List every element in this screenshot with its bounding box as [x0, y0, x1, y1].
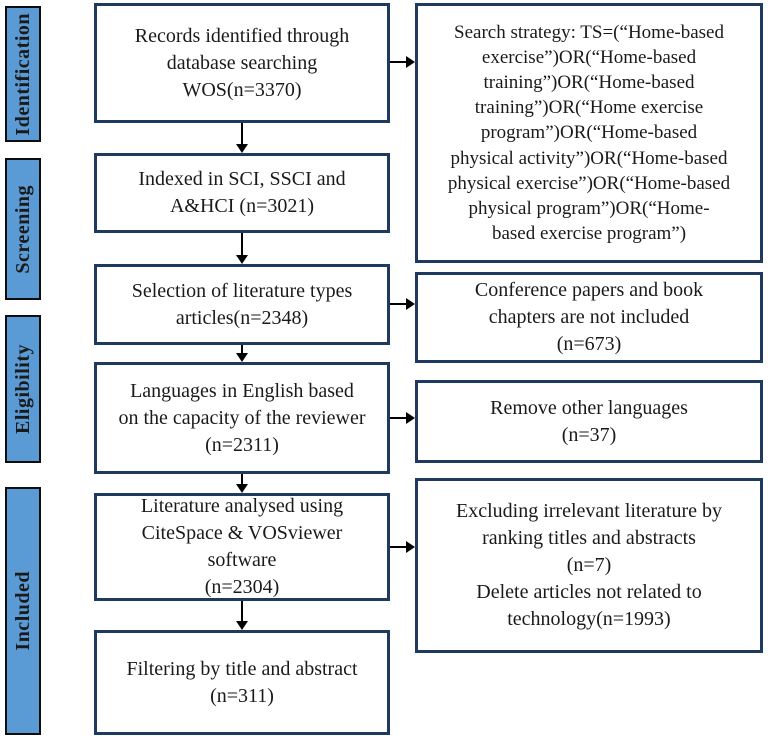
arrow-down-icon: [236, 474, 248, 493]
stage-bar-eligibility: Eligibility: [5, 315, 41, 463]
stage-label-eligibility: Eligibility: [11, 344, 34, 434]
arrow-right-icon: [390, 56, 415, 68]
side-box-remove-languages: Remove other languages(n=37): [415, 380, 763, 463]
arrow-down-icon: [236, 233, 248, 264]
stage-bar-screening: Screening: [5, 158, 41, 300]
arrow-right-icon: [390, 412, 415, 424]
arrow-right-icon: [390, 541, 415, 553]
stage-label-screening: Screening: [11, 184, 34, 274]
arrow-down-icon: [236, 345, 248, 362]
flow-box-text: Filtering by title and abstract(n=311): [126, 657, 358, 707]
arrow-down-icon: [236, 601, 248, 630]
stage-label-identification: Identification: [11, 12, 34, 136]
flow-box-filtering: Filtering by title and abstract(n=311): [94, 630, 390, 735]
side-box-text: Remove other languages(n=37): [490, 396, 688, 446]
stage-bar-included: Included: [5, 487, 41, 735]
arrow-right-icon: [390, 298, 415, 310]
stage-label-included: Included: [11, 571, 34, 651]
arrow-down-icon: [236, 123, 248, 153]
stage-bar-identification: Identification: [5, 6, 41, 142]
